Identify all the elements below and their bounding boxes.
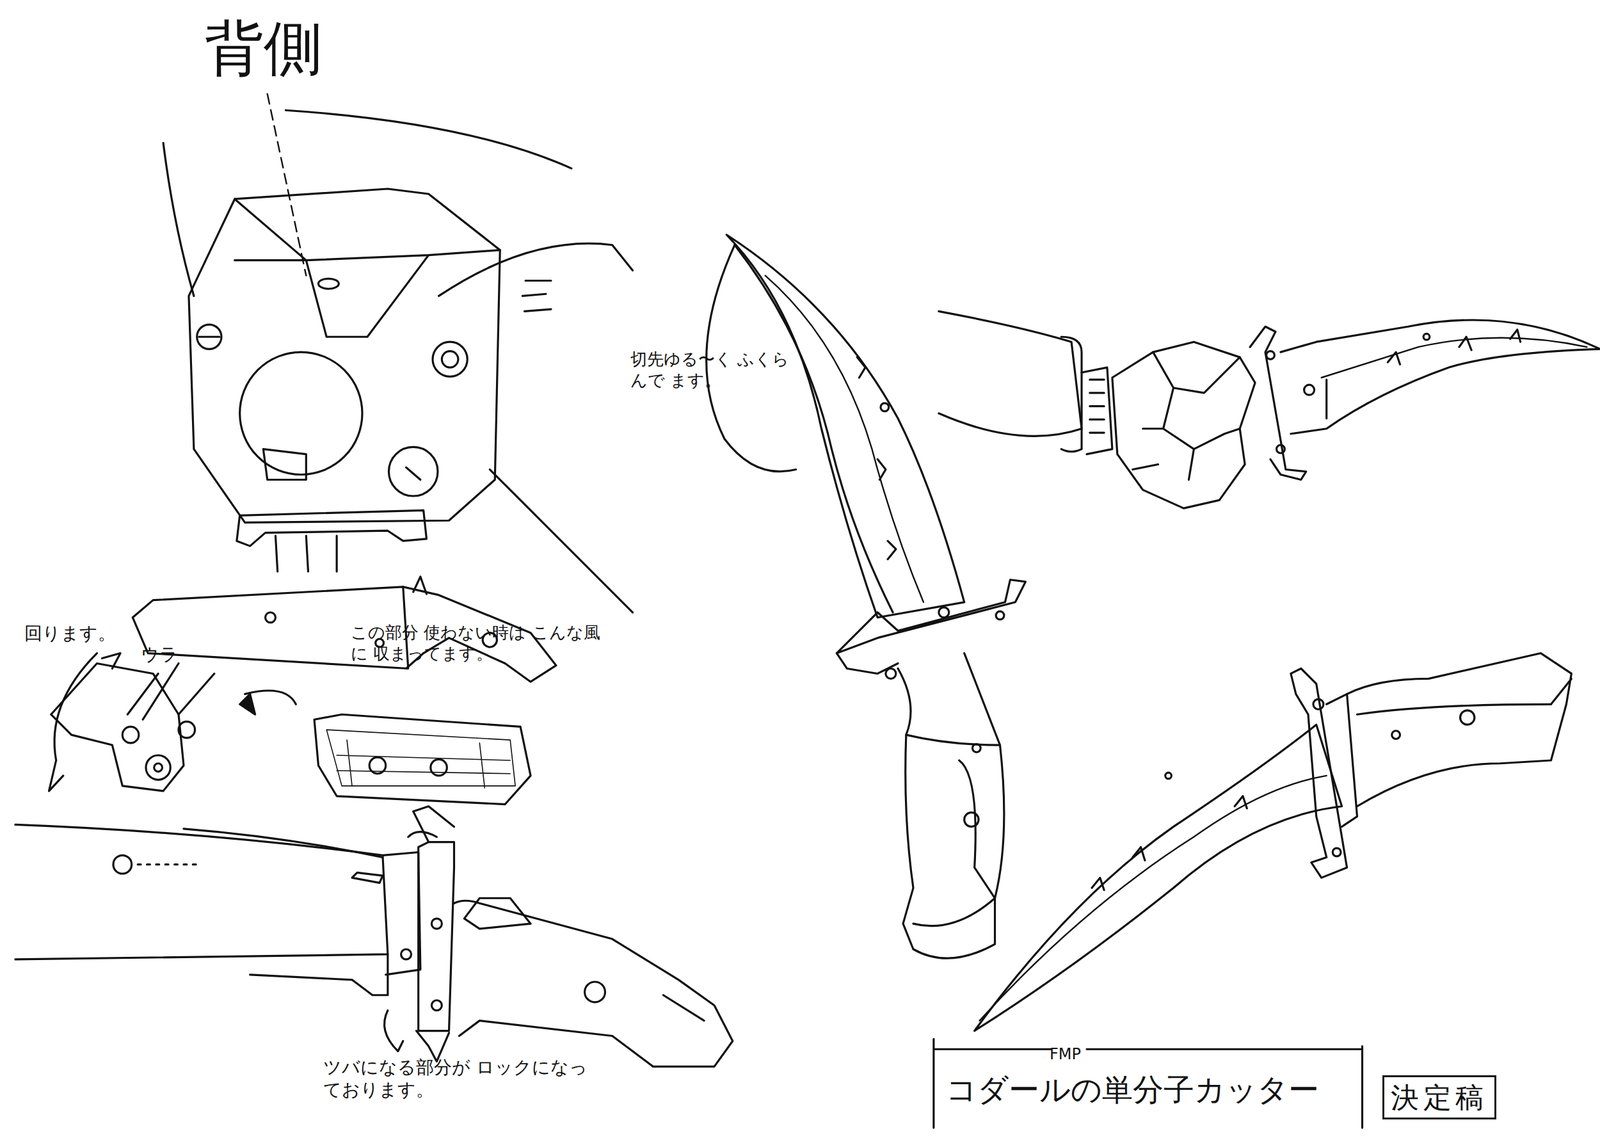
note-text: ツバになる部分が ロックになっております。: [323, 1056, 599, 1101]
note-text: 切先ゆる〜く ふくらんで ます。: [630, 348, 804, 391]
note-text: ウラ: [140, 643, 178, 666]
note-text: 回ります。: [24, 622, 116, 645]
stamp-box: 決定稿: [1382, 1075, 1497, 1120]
stamp-text: 決定稿: [1390, 1079, 1488, 1115]
note-text: この部分 使わない時は こんな風に 収まってます。: [350, 622, 601, 664]
sheet-title: コダールの単分子カッター: [945, 1070, 1320, 1109]
view-label: 背側: [204, 11, 323, 86]
series-label: FMP: [1049, 1044, 1081, 1064]
